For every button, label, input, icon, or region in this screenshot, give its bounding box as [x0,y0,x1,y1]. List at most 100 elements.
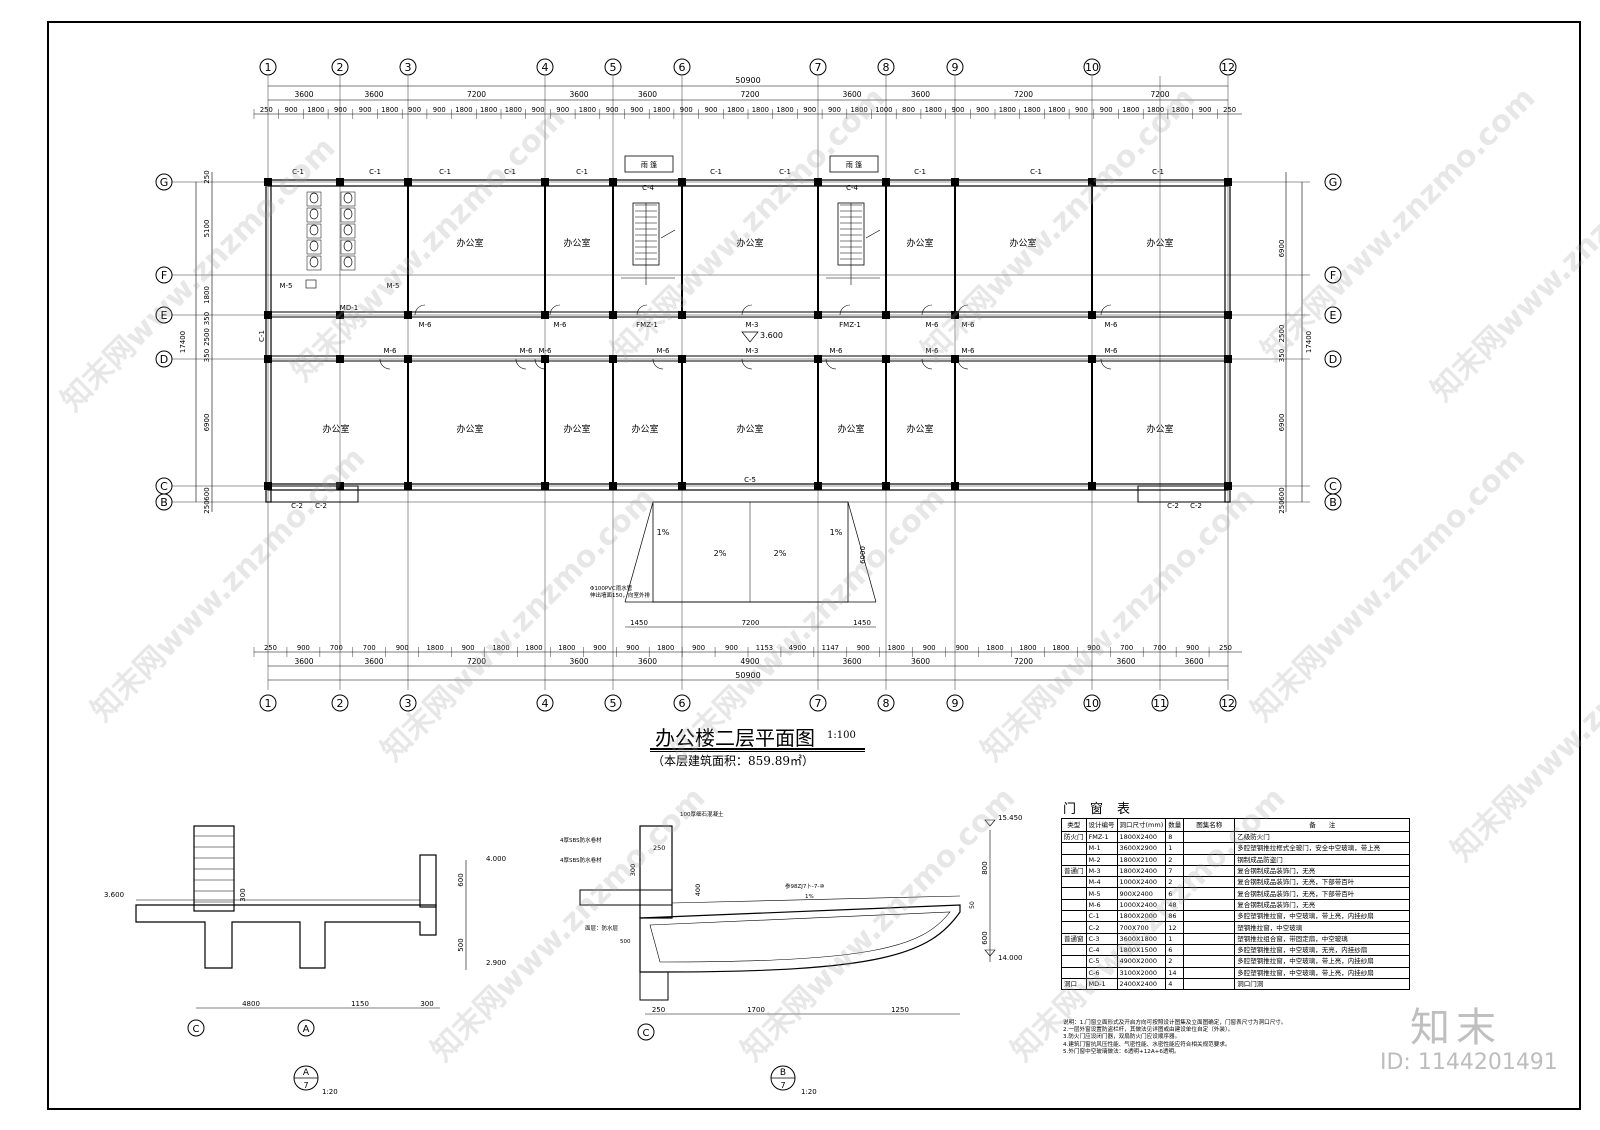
schedule-cell: 洞口门洞 [1234,977,1411,991]
schedule-cell: M-6 [1085,898,1118,912]
dim-sub-top: 1800 [925,106,942,114]
axis-bubble [604,58,622,76]
door-label: FMZ-1 [839,321,861,329]
schedule-cell: 8 [1165,830,1185,844]
toilet-fixture [309,240,319,252]
detail-b-inner [649,911,951,963]
schedule-cell [1061,921,1087,934]
dim-bay-bottom: 7200 [1014,657,1033,666]
axis-label-x: 8 [883,61,890,74]
detail-b-note: 300 [629,864,637,876]
column [882,178,890,186]
axis-label-y: F [1330,269,1336,282]
toilet-stall [306,207,322,223]
schedule-cell [1183,955,1236,968]
toilet-stall [340,207,356,223]
door-label: M-6 [961,347,975,355]
dim-right: 6900 [1278,240,1286,258]
dim-sub-top: 900 [1075,106,1088,114]
axis-bubble [1083,58,1101,76]
dim-left: 250 [203,170,211,183]
dim-left-total: 17400 [179,331,187,353]
dim-sub-bottom: 1147 [822,644,839,652]
schedule-cell [1183,910,1236,923]
detail-b-elev-mark [984,819,996,827]
window-label: C-2 [315,502,327,510]
column [678,178,686,186]
column [264,482,272,490]
dim-sub-top: 1800 [776,106,793,114]
column [951,482,959,490]
schedule-cell [1061,853,1087,866]
axis-bubble [1324,173,1342,191]
schedule-cell: C-1 [1085,910,1118,923]
detail-b-note: 参98ZJ7卜-7-⑩ [785,882,824,890]
toilet-stall [340,223,356,239]
detail-a-dim-h: 300 [420,1000,433,1008]
schedule-cell: 钢制成品防盗门 [1234,853,1411,866]
column [336,178,344,186]
dim-right-total: 17400 [1305,331,1313,353]
door-label: M-5 [386,282,399,290]
schedule-cell [1061,898,1087,912]
schedule-cell: 1 [1165,842,1185,855]
axis-bubble [637,1023,655,1041]
detail-b-parapet [639,825,673,919]
window-label: C-1 [369,168,381,176]
detail-a-dim-h: 4800 [242,1000,260,1008]
axis-label-x: 9 [952,61,959,74]
toilet-fixture [343,192,353,204]
axis-label-y: E [161,309,168,322]
axis-label-x: 4 [542,61,549,74]
detail-b-membrane [671,895,961,904]
ramp-edge [847,501,877,603]
column [609,311,617,319]
canopy-label: 雨 篷 [641,160,657,169]
door-label: M-6 [1104,347,1118,355]
schedule-note-line: 3.防火门应设闭门器，双扇防火门应设顺序器。 [1063,1034,1181,1041]
dim-sub-bottom: 900 [626,644,639,652]
axis-label-x: 5 [610,61,617,74]
exterior-wall-east [1224,179,1231,503]
door-swing [414,304,426,316]
schedule-cell: 复合钢制成品装饰门，无亮，下部带百叶 [1234,876,1411,889]
dim-sub-bottom: 4900 [789,644,806,652]
door-swing [549,304,561,316]
toilet-stall [340,255,356,271]
dim-sub-top: 1800 [653,106,670,114]
column [541,355,549,363]
dim-left: 5100 [203,220,211,238]
slope-label: 1% [830,528,843,537]
axis-bubble [155,493,173,511]
schedule-cell: 多腔塑钢推拉窗，中空玻璃，带上亮，内挂纱扇 [1234,966,1411,979]
detail-b-scale: 1:20 [801,1088,817,1096]
axis-bubble [155,350,173,368]
fixture-box [305,279,317,289]
dim-sub-top: 900 [556,106,569,114]
schedule-cell: 多腔塑钢推拉框式全玻门，安全中空玻璃，带上亮 [1234,842,1411,855]
stair-arrow [865,229,881,239]
dim-sub-top: 1800 [480,106,497,114]
room-label: 办公室 [736,423,763,435]
schedule-cell [1061,842,1087,855]
title-underline-thin [650,751,865,752]
schedule-cell [1183,921,1236,934]
detail-b-elev: 15.450 [998,814,1023,822]
toilet-stall [306,223,322,239]
window-label: C-4 [642,184,654,192]
axis-label-x: 10 [1085,61,1099,74]
plan-scale: 1:100 [827,730,856,741]
door-swing [957,304,969,316]
window-label: C-1 [1152,168,1164,176]
axis-label-y: D [160,353,168,366]
door-swing [515,358,527,370]
dim-bay-top: 7200 [740,90,759,99]
axis-label-x: 7 [815,697,822,710]
dim-sub-top: 900 [1198,106,1211,114]
axis-bubble [604,694,622,712]
